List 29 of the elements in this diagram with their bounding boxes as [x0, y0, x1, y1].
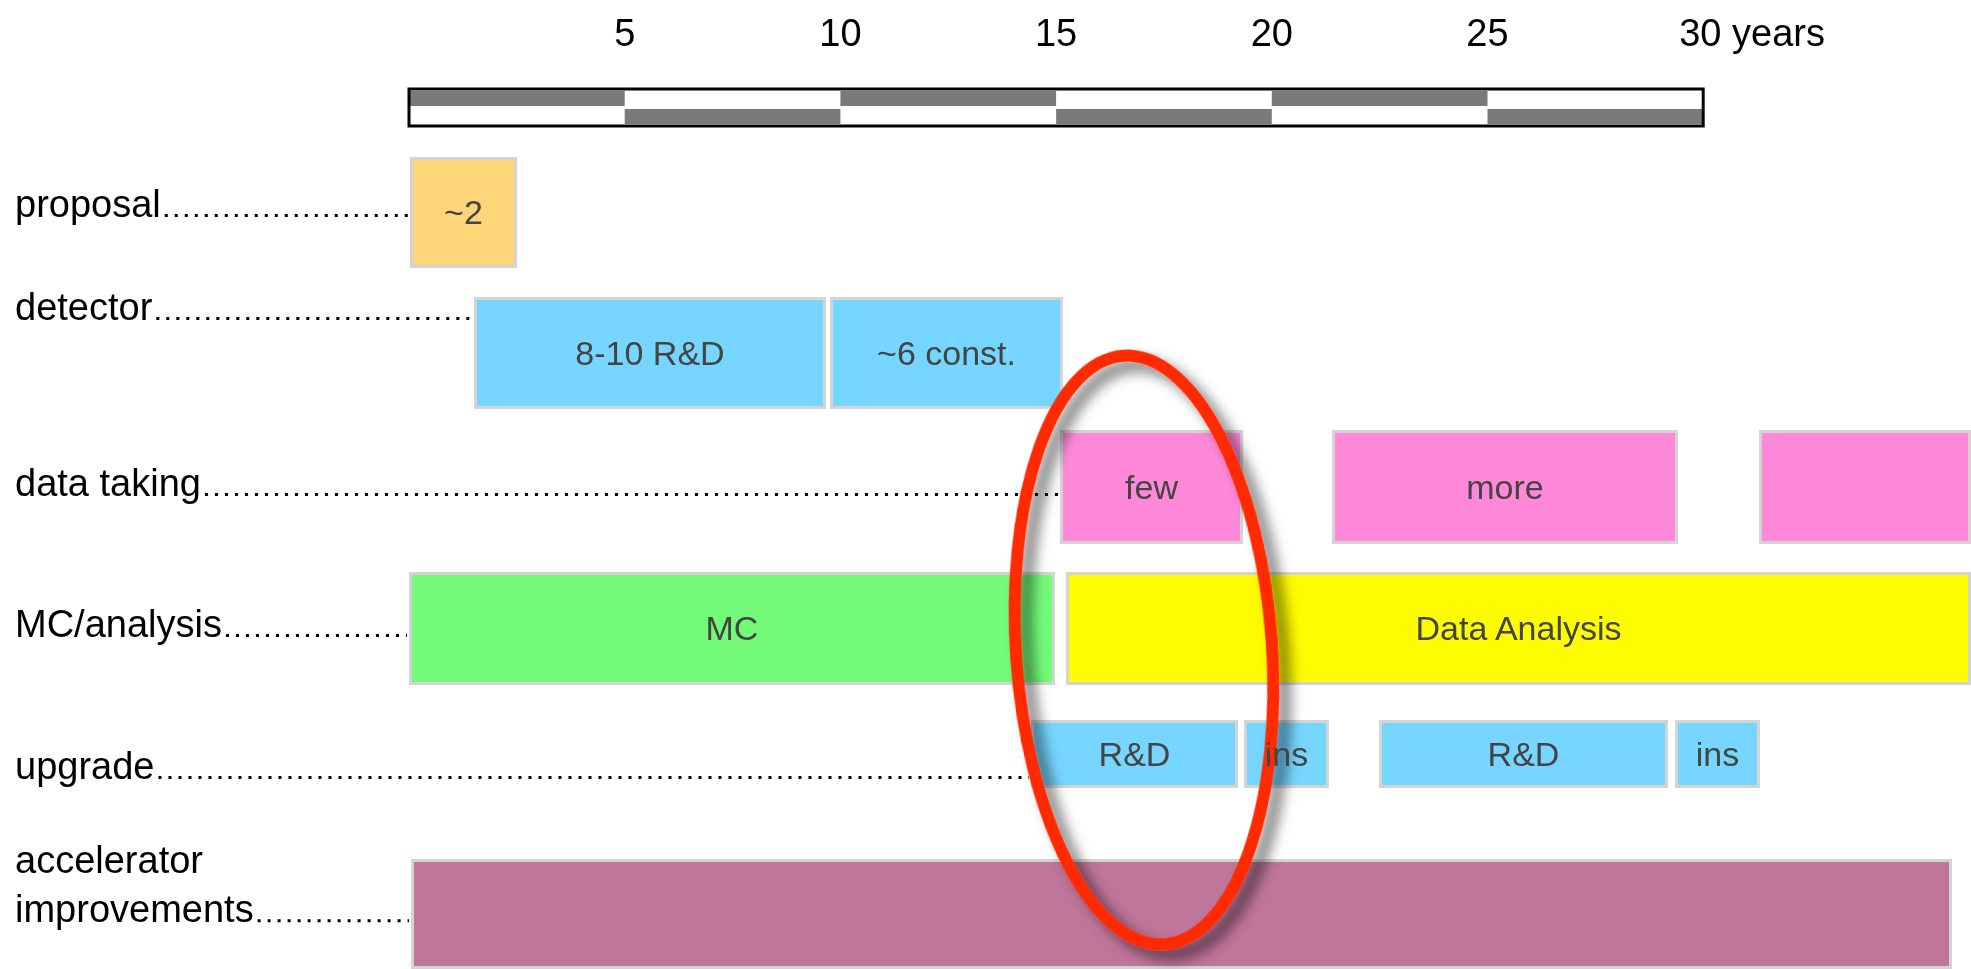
leader-line: [164, 213, 408, 217]
timeline-bar: Data Analysis: [1066, 572, 1971, 685]
timeline-bar: ins: [1675, 720, 1760, 788]
row-label: data taking: [15, 459, 201, 509]
timeline-bar: 8-10 R&D: [474, 297, 826, 409]
scale-tick-label: 5: [614, 12, 636, 55]
timeline-bar: few: [1060, 430, 1243, 544]
leader-line: [225, 633, 407, 637]
scale-tick-label: 30 years: [1679, 12, 1825, 55]
row-label: MC/analysis: [15, 600, 222, 650]
scale-tick-label: 20: [1250, 12, 1293, 55]
timeline-bar: ~6 const.: [830, 297, 1063, 409]
timeline-bar: R&D: [1031, 720, 1238, 788]
scale-tick-label: 10: [819, 12, 862, 55]
row-label: upgrade: [15, 742, 155, 792]
scale-tick-label: 15: [1034, 12, 1078, 55]
timeline-bar: MC: [409, 572, 1055, 685]
timeline-bar: ~2: [410, 157, 517, 268]
leader-line: [156, 316, 472, 320]
leader-line: [257, 919, 409, 923]
timeline-bar: more: [1332, 430, 1678, 544]
timeline-bar: [1759, 430, 1971, 544]
row-label: proposal: [15, 180, 161, 230]
scale-tick-label: 25: [1466, 12, 1509, 55]
timeline-bar: [411, 859, 1952, 969]
timeline-bar: R&D: [1379, 720, 1668, 788]
leader-line: [158, 775, 1029, 779]
row-label: accelerator improvements: [15, 836, 254, 935]
row-label: detector: [15, 283, 153, 333]
